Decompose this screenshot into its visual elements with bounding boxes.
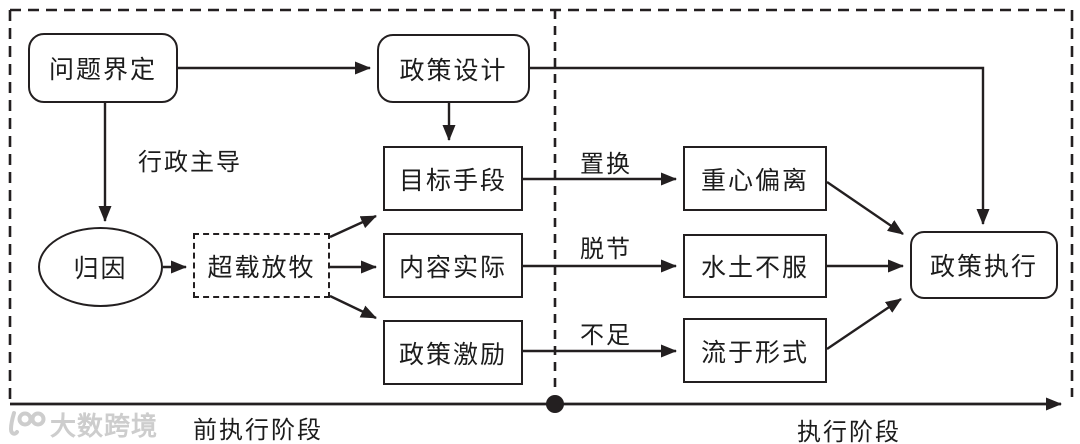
- watermark-brand-text: 大数跨境: [50, 411, 159, 441]
- node-overgrazing-label: 超载放牧: [207, 254, 316, 282]
- phase-boundary-dot: [546, 395, 564, 413]
- node-focus-deviation-label: 重心偏离: [700, 167, 809, 195]
- node-policy-implementation-label: 政策执行: [929, 254, 1038, 281]
- phase-label-pre-implementation: 前执行阶段: [193, 417, 323, 444]
- edge-label-disconnection: 脱节: [580, 236, 632, 263]
- node-content-reality: 内容实际: [383, 233, 523, 298]
- edge-overgrazing-to-goal: [329, 214, 377, 239]
- node-policy-design-label: 政策设计: [399, 57, 508, 85]
- node-policy-incentive: 政策激励: [383, 320, 523, 385]
- node-unacclimatized-label: 水土不服: [700, 255, 809, 282]
- node-policy-implementation: 政策执行: [910, 231, 1058, 299]
- node-mere-formality: 流于形式: [683, 318, 827, 383]
- node-policy-design: 政策设计: [377, 34, 530, 103]
- node-focus-deviation: 重心偏离: [683, 146, 827, 211]
- edge-design-to-implementation: [530, 66, 990, 225]
- node-problem-definition-label: 问题界定: [48, 57, 157, 84]
- edge-deviation-to-implementation: [826, 181, 904, 235]
- edge-label-administrative-led: 行政主导: [138, 149, 242, 176]
- edge-overgrazing-to-incentive: [329, 294, 377, 320]
- node-problem-definition: 问题界定: [28, 33, 178, 103]
- node-unacclimatized: 水土不服: [683, 234, 827, 298]
- node-mere-formality-label: 流于形式: [700, 339, 809, 367]
- watermark: 大数跨境: [6, 406, 158, 442]
- edge-label-substitution: 置换: [580, 151, 632, 178]
- node-content-reality-label: 内容实际: [398, 254, 507, 282]
- edge-label-insufficiency: 不足: [580, 322, 632, 349]
- node-goal-means-label: 目标手段: [398, 167, 507, 195]
- node-attribution: 归因: [38, 227, 163, 307]
- edge-formality-to-implementation: [826, 298, 902, 350]
- node-overgrazing: 超载放牧: [193, 233, 330, 298]
- phase-label-implementation: 执行阶段: [797, 419, 901, 444]
- node-policy-incentive-label: 政策激励: [398, 341, 507, 369]
- node-attribution-label: 归因: [73, 256, 128, 283]
- node-goal-means: 目标手段: [383, 146, 523, 211]
- watermark-100-logo-icon: [6, 409, 46, 439]
